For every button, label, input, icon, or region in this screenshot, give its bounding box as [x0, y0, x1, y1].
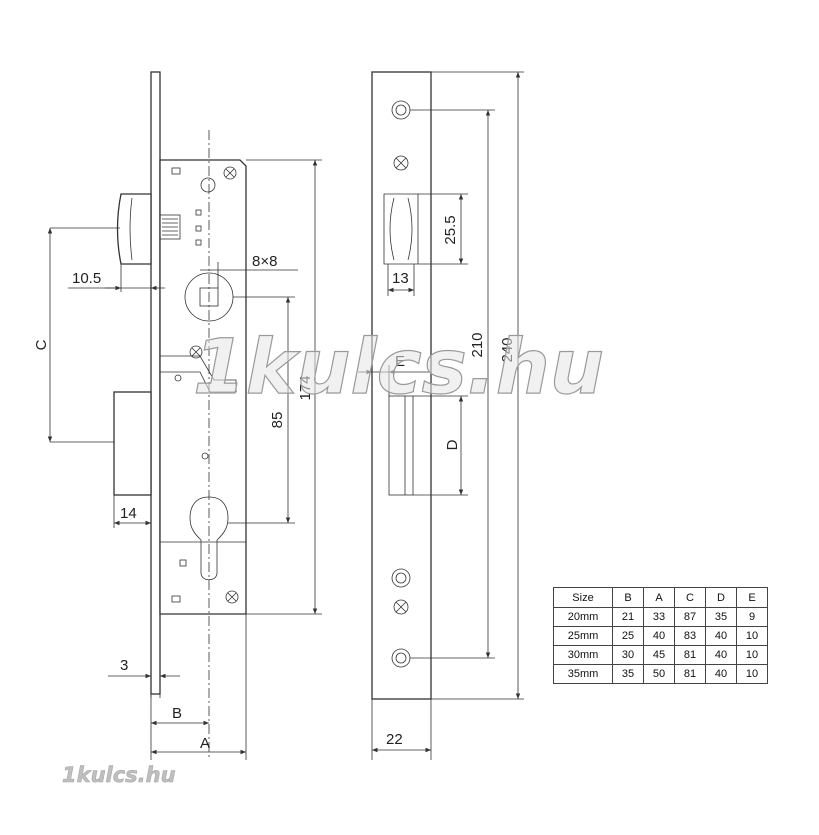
table-cell: 10	[736, 626, 768, 646]
dim-240: 240	[499, 337, 516, 362]
table-cell: 10	[736, 645, 768, 665]
dim-22: 22	[386, 731, 403, 748]
table-header: C	[674, 587, 706, 608]
dim-14: 14	[120, 505, 137, 522]
dim-174: 174	[297, 375, 314, 400]
table-header: A	[643, 587, 675, 608]
dim-13: 13	[392, 270, 409, 287]
table-cell: 87	[674, 607, 706, 627]
table-row: 35mm 35 50 81 40 10	[553, 664, 768, 684]
dim-10-5: 10.5	[72, 270, 101, 287]
deadbolt-opening	[388, 395, 414, 496]
dead-bolt	[113, 391, 152, 496]
front-faceplate	[371, 71, 432, 700]
table-cell: 40	[643, 626, 675, 646]
table-cell: 35mm	[553, 664, 613, 684]
watermark-large: 1kulcs.hu	[193, 322, 604, 411]
table-header-row: Size B A C D E	[553, 587, 768, 608]
lock-body	[159, 159, 247, 615]
table-cell: 10	[736, 664, 768, 684]
table-header: E	[736, 587, 768, 608]
dim-25-5: 25.5	[442, 215, 459, 244]
table-cell: 40	[705, 664, 737, 684]
size-table: Size B A C D E 20mm 21 33 87 35 9 25mm 2…	[553, 587, 768, 684]
table-cell: 81	[674, 664, 706, 684]
table-cell: 30mm	[553, 645, 613, 665]
table-cell: 40	[705, 645, 737, 665]
table-cell: 9	[736, 607, 768, 627]
table-cell: 30	[612, 645, 644, 665]
side-view: 10.5 8×8 C 85 174 14 3 B	[33, 71, 322, 760]
dim-8x8: 8×8	[252, 253, 277, 270]
table-cell: 40	[705, 626, 737, 646]
table-header: D	[705, 587, 737, 608]
dim-e: E	[395, 353, 405, 370]
cylinder-hole	[189, 496, 229, 581]
table-cell: 21	[612, 607, 644, 627]
table-cell: 83	[674, 626, 706, 646]
dim-3: 3	[120, 657, 128, 674]
table-cell: 35	[612, 664, 644, 684]
table-row: 20mm 21 33 87 35 9	[553, 607, 768, 627]
watermark-small: 1kulcs.hu	[62, 763, 176, 787]
dim-b: B	[172, 705, 182, 722]
table-cell: 50	[643, 664, 675, 684]
table-cell: 45	[643, 645, 675, 665]
table-header: B	[612, 587, 644, 608]
dim-210: 210	[469, 332, 486, 357]
latch-spring	[159, 214, 181, 240]
table-cell: 81	[674, 645, 706, 665]
table-cell: 25mm	[553, 626, 613, 646]
front-view: 25.5 13 210 240 E D 22	[358, 71, 524, 760]
dim-a: A	[200, 735, 210, 752]
table-row: 30mm 30 45 81 40 10	[553, 645, 768, 665]
table-row: 25mm 25 40 83 40 10	[553, 626, 768, 646]
dim-d: D	[444, 439, 461, 450]
table-cell: 20mm	[553, 607, 613, 627]
side-faceplate	[150, 71, 161, 695]
table-cell: 33	[643, 607, 675, 627]
table-cell: 25	[612, 626, 644, 646]
latch-bolt	[116, 193, 152, 265]
dim-85: 85	[269, 412, 286, 429]
table-cell: 35	[705, 607, 737, 627]
table-header: Size	[553, 587, 613, 608]
dim-c: C	[33, 339, 50, 350]
